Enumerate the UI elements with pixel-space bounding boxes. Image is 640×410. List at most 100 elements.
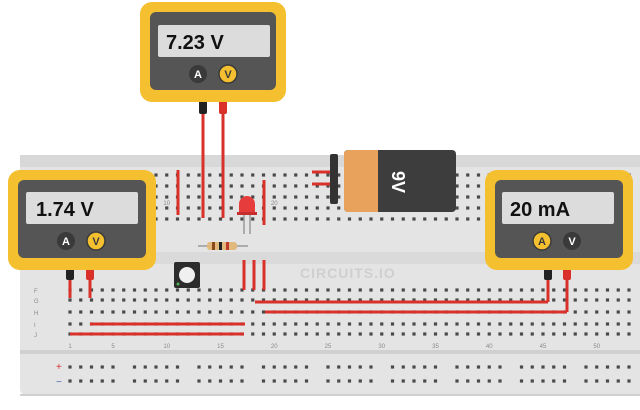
breadboard-hole[interactable]: [132, 298, 137, 302]
breadboard-hole[interactable]: [595, 322, 599, 326]
breadboard-hole[interactable]: [519, 288, 524, 292]
breadboard-hole[interactable]: [423, 322, 427, 326]
breadboard-hole[interactable]: [154, 173, 158, 177]
breadboard-hole[interactable]: [347, 332, 352, 336]
breadboard-hole[interactable]: [616, 365, 620, 369]
breadboard-hole[interactable]: [208, 195, 212, 199]
breadboard-hole[interactable]: [229, 184, 233, 188]
breadboard-hole[interactable]: [476, 332, 481, 336]
breadboard-hole[interactable]: [175, 217, 180, 221]
breadboard-hole[interactable]: [487, 332, 491, 336]
breadboard-hole[interactable]: [509, 332, 513, 336]
breadboard-hole[interactable]: [186, 195, 190, 199]
breadboard-hole[interactable]: [294, 184, 298, 188]
breadboard-hole[interactable]: [444, 322, 448, 326]
breadboard-hole[interactable]: [476, 322, 481, 326]
breadboard-hole[interactable]: [337, 332, 341, 336]
breadboard-hole[interactable]: [68, 365, 72, 369]
breadboard-hole[interactable]: [240, 173, 244, 177]
breadboard-hole[interactable]: [347, 379, 352, 383]
breadboard-hole[interactable]: [272, 173, 276, 177]
breadboard-hole[interactable]: [208, 217, 212, 221]
breadboard-hole[interactable]: [455, 322, 459, 326]
breadboard-hole[interactable]: [326, 206, 330, 210]
breadboard-hole[interactable]: [272, 379, 276, 383]
breadboard-hole[interactable]: [197, 217, 201, 221]
breadboard-hole[interactable]: [562, 365, 567, 369]
breadboard-hole[interactable]: [143, 379, 147, 383]
breadboard-hole[interactable]: [326, 298, 330, 302]
breadboard-hole[interactable]: [401, 365, 405, 369]
breadboard-hole[interactable]: [229, 365, 233, 369]
breadboard-hole[interactable]: [455, 288, 459, 292]
breadboard-hole[interactable]: [466, 288, 470, 292]
breadboard-hole[interactable]: [369, 217, 373, 221]
breadboard-hole[interactable]: [315, 173, 319, 177]
breadboard-hole[interactable]: [326, 288, 330, 292]
breadboard-hole[interactable]: [283, 217, 287, 221]
probe-plug-red[interactable]: [219, 100, 227, 114]
breadboard-hole[interactable]: [605, 322, 610, 326]
breadboard-hole[interactable]: [444, 332, 448, 336]
breadboard-hole[interactable]: [315, 217, 319, 221]
breadboard-hole[interactable]: [423, 365, 427, 369]
breadboard-hole[interactable]: [251, 173, 255, 177]
breadboard-hole[interactable]: [240, 195, 244, 199]
breadboard-hole[interactable]: [294, 322, 298, 326]
breadboard-hole[interactable]: [616, 332, 620, 336]
breadboard-hole[interactable]: [519, 365, 524, 369]
breadboard-hole[interactable]: [552, 322, 556, 326]
breadboard-hole[interactable]: [455, 195, 459, 199]
breadboard-hole[interactable]: [68, 310, 72, 314]
breadboard-hole[interactable]: [423, 298, 427, 302]
breadboard-hole[interactable]: [552, 298, 556, 302]
breadboard-hole[interactable]: [433, 365, 438, 369]
breadboard-hole[interactable]: [283, 173, 287, 177]
breadboard-hole[interactable]: [218, 288, 223, 292]
breadboard-hole[interactable]: [595, 379, 599, 383]
breadboard-hole[interactable]: [476, 217, 481, 221]
breadboard-hole[interactable]: [616, 310, 620, 314]
breadboard-hole[interactable]: [175, 310, 180, 314]
multimeter-top[interactable]: 7.23 V A V: [140, 2, 286, 218]
breadboard-hole[interactable]: [79, 288, 83, 292]
breadboard-hole[interactable]: [498, 379, 502, 383]
breadboard-hole[interactable]: [466, 298, 470, 302]
breadboard-hole[interactable]: [476, 206, 481, 210]
breadboard-hole[interactable]: [487, 379, 491, 383]
breadboard-hole[interactable]: [476, 173, 481, 177]
breadboard-hole[interactable]: [261, 173, 266, 177]
breadboard-hole[interactable]: [294, 217, 298, 221]
breadboard-hole[interactable]: [122, 288, 126, 292]
breadboard-hole[interactable]: [347, 288, 352, 292]
breadboard-hole[interactable]: [111, 298, 115, 302]
breadboard-hole[interactable]: [294, 173, 298, 177]
breadboard-hole[interactable]: [197, 298, 201, 302]
breadboard-hole[interactable]: [476, 288, 481, 292]
breadboard-hole[interactable]: [423, 379, 427, 383]
breadboard-hole[interactable]: [466, 322, 470, 326]
breadboard-hole[interactable]: [627, 332, 631, 336]
breadboard-hole[interactable]: [315, 195, 319, 199]
breadboard-hole[interactable]: [337, 173, 341, 177]
breadboard-hole[interactable]: [519, 322, 524, 326]
breadboard-hole[interactable]: [208, 365, 212, 369]
breadboard-hole[interactable]: [240, 310, 244, 314]
breadboard-hole[interactable]: [315, 206, 319, 210]
breadboard-hole[interactable]: [175, 288, 180, 292]
breadboard-hole[interactable]: [165, 173, 169, 177]
breadboard-hole[interactable]: [218, 379, 223, 383]
breadboard-hole[interactable]: [498, 288, 502, 292]
breadboard-hole[interactable]: [390, 322, 395, 326]
breadboard-hole[interactable]: [315, 332, 319, 336]
breadboard-hole[interactable]: [111, 310, 115, 314]
breadboard-hole[interactable]: [79, 322, 83, 326]
breadboard-hole[interactable]: [380, 322, 384, 326]
breadboard-hole[interactable]: [519, 298, 524, 302]
breadboard-hole[interactable]: [197, 365, 201, 369]
breadboard-hole[interactable]: [616, 298, 620, 302]
breadboard-hole[interactable]: [208, 173, 212, 177]
breadboard-hole[interactable]: [315, 298, 319, 302]
breadboard-hole[interactable]: [444, 288, 448, 292]
breadboard-hole[interactable]: [165, 365, 169, 369]
